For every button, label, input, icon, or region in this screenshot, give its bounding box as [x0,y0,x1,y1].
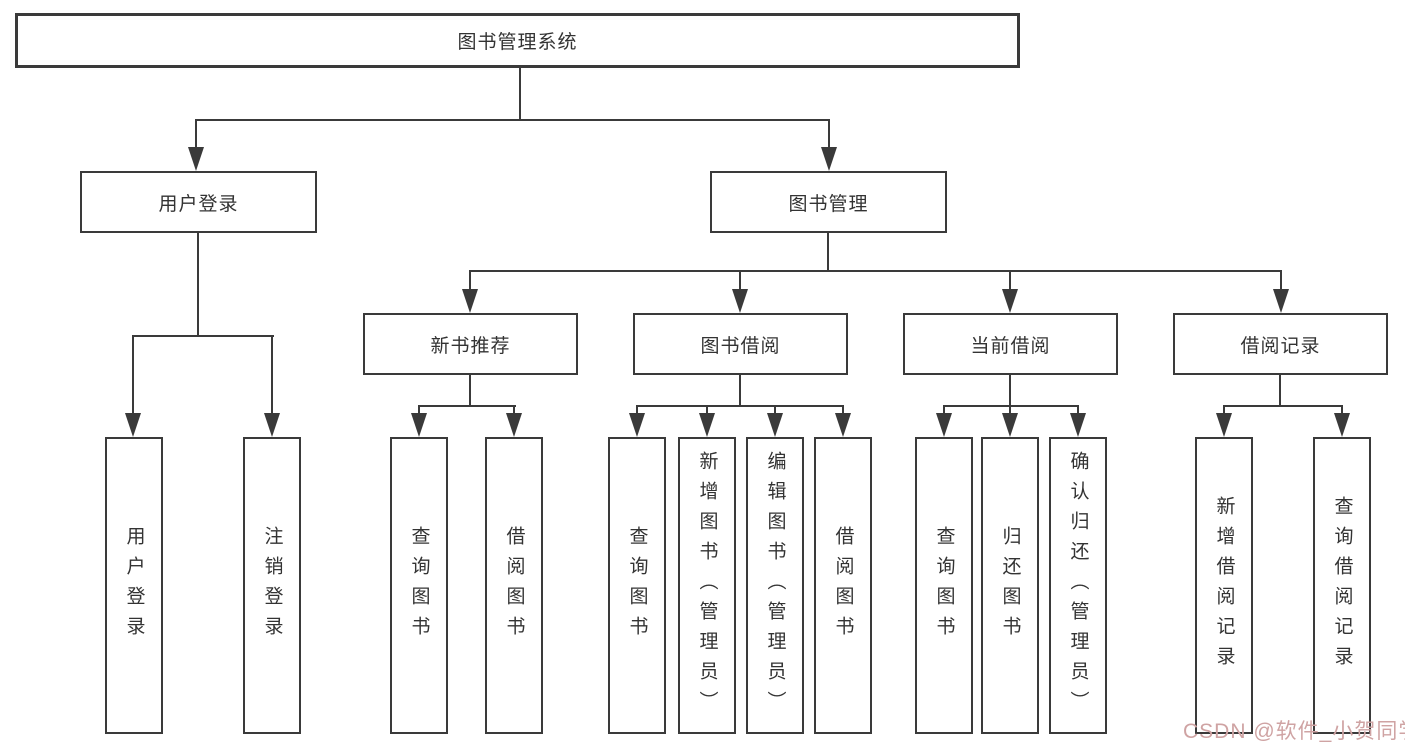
connector-line [1341,405,1343,419]
leaf-query-borrow-record: 查询借阅记录 [1313,437,1371,734]
connector-line [132,335,274,337]
node-library-system-label: 图书管理系统 [457,32,578,53]
node-book-borrowing: 图书借阅 [633,313,848,375]
node-current-borrowing-label: 当前借阅 [970,335,1051,357]
leaf-return-books: 归还图书 [981,437,1039,734]
connector-line [827,233,829,272]
connector-line [1077,405,1079,419]
connector-line [1279,375,1281,407]
connector-line [636,405,844,407]
leaf-user-login: 用户登录 [105,437,163,734]
node-book-borrowing-label: 图书借阅 [700,335,781,357]
connector-line [418,405,420,419]
connector-line [195,119,830,121]
node-user-login: 用户登录 [80,171,317,233]
leaf-query-borrow-record-label: 查询借阅记录 [1331,495,1353,676]
node-borrowing-records: 借阅记录 [1173,313,1388,375]
connector-line [828,119,830,152]
connector-line [1280,270,1282,293]
connector-line [469,270,471,293]
arrow-down-icon [1002,289,1018,313]
leaf-borrow-books-recommend-label: 借阅图书 [503,525,525,646]
connector-line [1223,405,1225,419]
arrow-down-icon [1273,289,1289,313]
arrow-down-icon [188,147,204,171]
arrow-down-icon [462,289,478,313]
leaf-add-borrow-record: 新增借阅记录 [1195,437,1253,734]
leaf-edit-book-admin: 编辑图书（管理员） [746,437,804,734]
arrow-down-icon [125,413,141,437]
connector-line [469,270,1282,272]
leaf-query-books-recommend-label: 查询图书 [408,525,430,646]
connector-line [469,375,471,407]
connector-line [774,405,776,419]
connector-line [195,119,197,152]
leaf-add-borrow-record-label: 新增借阅记录 [1213,495,1235,676]
arrow-down-icon [699,413,715,437]
node-new-book-recommendation: 新书推荐 [363,313,578,375]
node-book-management-label: 图书管理 [788,193,869,215]
arrow-down-icon [264,413,280,437]
node-borrowing-records-label: 借阅记录 [1240,335,1321,357]
watermark: CSDN @软件_小贺同学 [1183,720,1405,743]
connector-line [706,405,708,419]
connector-line [197,233,199,337]
arrow-down-icon [821,147,837,171]
leaf-return-books-label: 归还图书 [999,525,1021,646]
leaf-borrow-books-recommend: 借阅图书 [485,437,543,734]
leaf-user-login-label: 用户登录 [123,525,145,646]
node-book-management: 图书管理 [710,171,947,233]
arrow-down-icon [767,413,783,437]
arrow-down-icon [1334,413,1350,437]
arrow-down-icon [1002,413,1018,437]
leaf-add-book-admin: 新增图书（管理员） [678,437,736,734]
arrow-down-icon [835,413,851,437]
arrow-down-icon [732,289,748,313]
connector-line [739,375,741,407]
leaf-query-books-borrowing: 查询图书 [608,437,666,734]
leaf-query-books-current: 查询图书 [915,437,973,734]
leaf-borrow-books-borrowing-label: 借阅图书 [832,525,854,646]
leaf-confirm-return-admin-label: 确认归还（管理员） [1067,450,1089,721]
leaf-query-books-borrowing-label: 查询图书 [626,525,648,646]
connector-line [1009,270,1011,293]
arrow-down-icon [1216,413,1232,437]
connector-line [132,335,134,417]
leaf-confirm-return-admin: 确认归还（管理员） [1049,437,1107,734]
arrow-down-icon [506,413,522,437]
arrow-down-icon [629,413,645,437]
connector-line [842,405,844,419]
connector-line [1009,405,1011,419]
connector-line [1223,405,1343,407]
node-new-book-recommendation-label: 新书推荐 [430,335,511,357]
node-library-system: 图书管理系统 [15,13,1020,68]
arrow-down-icon [1070,413,1086,437]
leaf-logout: 注销登录 [243,437,301,734]
leaf-query-books-recommend: 查询图书 [390,437,448,734]
connector-line [636,405,638,419]
leaf-borrow-books-borrowing: 借阅图书 [814,437,872,734]
connector-line [513,405,515,419]
connector-line [943,405,945,419]
connector-line [519,68,521,121]
connector-line [1009,375,1011,407]
node-current-borrowing: 当前借阅 [903,313,1118,375]
connector-line [271,335,273,417]
leaf-add-book-admin-label: 新增图书（管理员） [696,450,718,721]
connector-line [418,405,516,407]
connector-line [943,405,1079,407]
arrow-down-icon [936,413,952,437]
leaf-query-books-current-label: 查询图书 [933,525,955,646]
arrow-down-icon [411,413,427,437]
node-user-login-label: 用户登录 [158,193,239,215]
connector-line [739,270,741,293]
leaf-edit-book-admin-label: 编辑图书（管理员） [764,450,786,721]
leaf-logout-label: 注销登录 [261,525,283,646]
